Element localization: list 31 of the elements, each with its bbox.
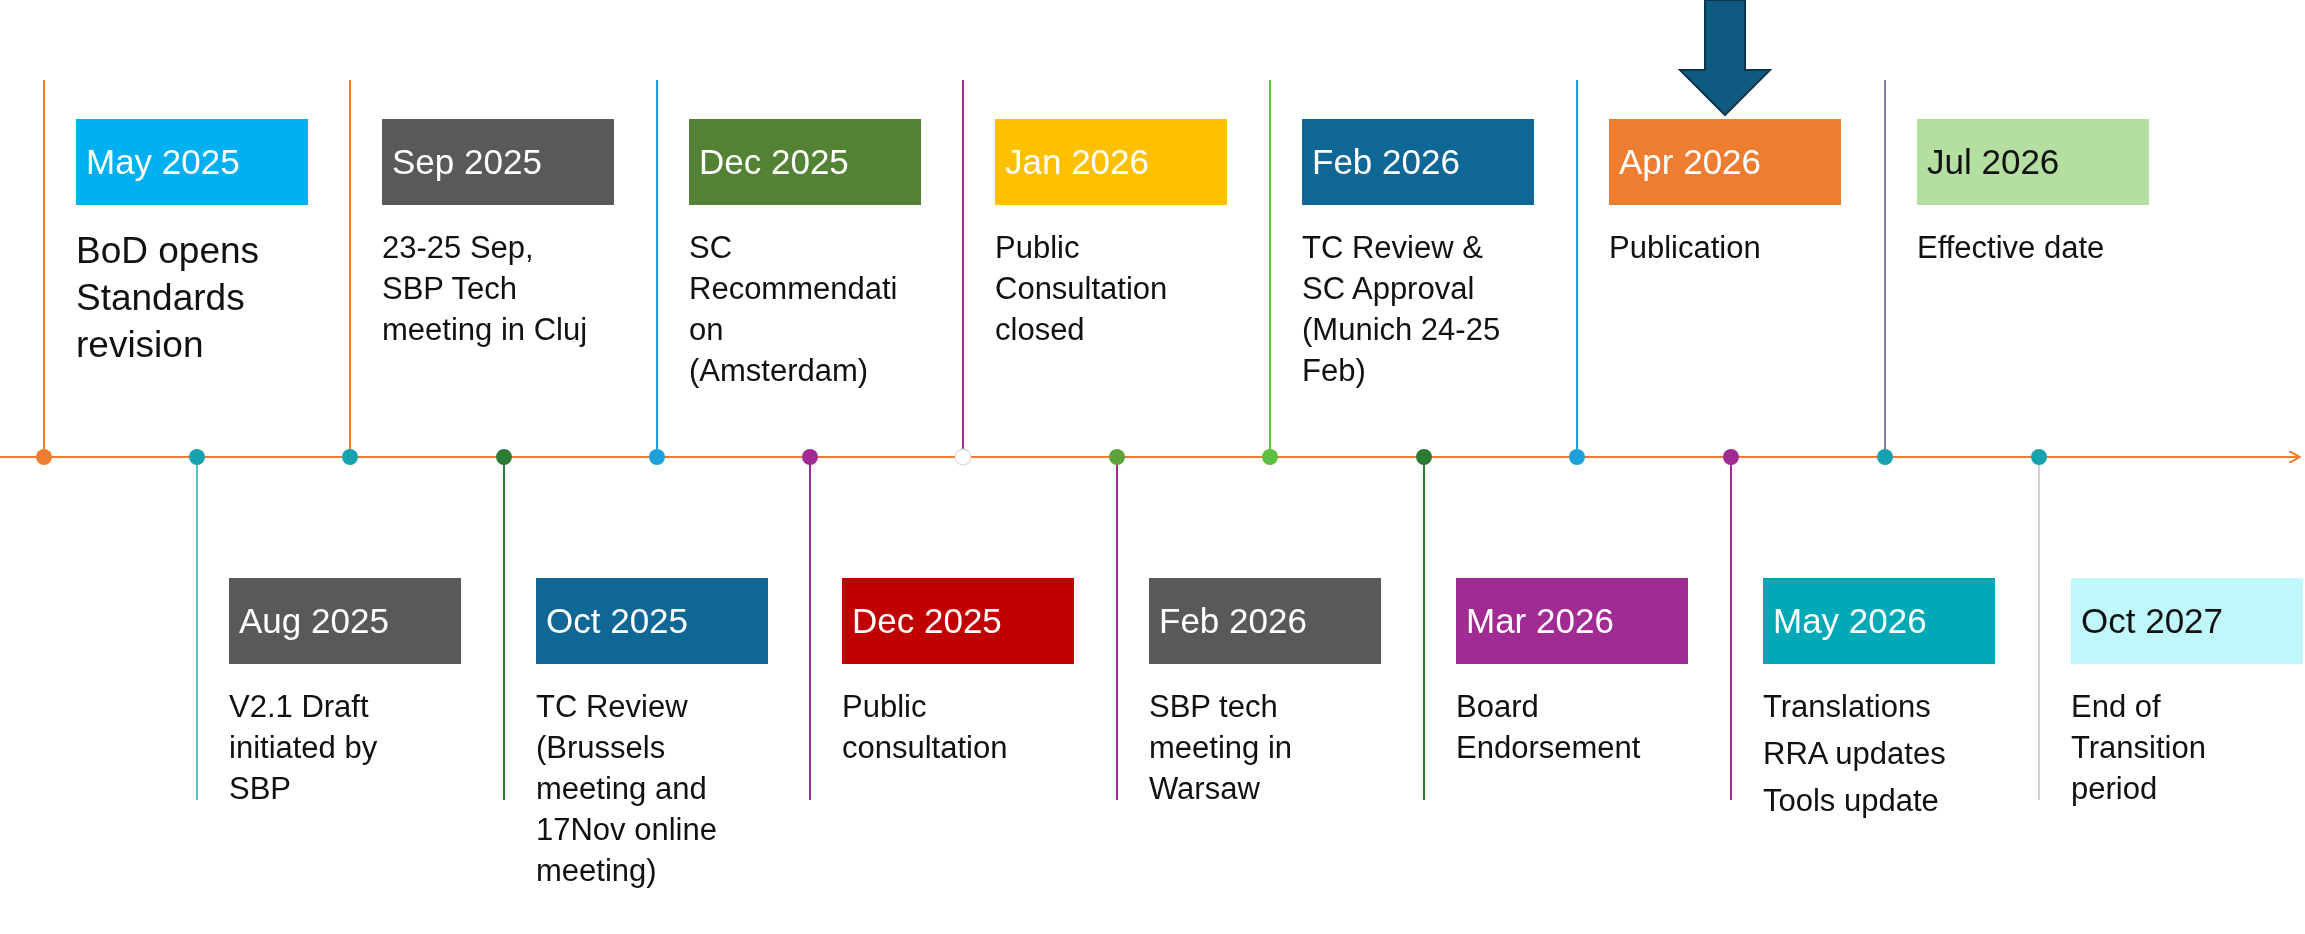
milestone-text: Public consultation	[842, 688, 1009, 767]
milestone-text: Board Endorsement	[1456, 688, 1642, 767]
date-label: May 2026	[1763, 578, 1995, 664]
date-label: Apr 2026	[1609, 119, 1841, 205]
milestone-text: TC Review (Brussels meeting and 17Nov online meeting)	[536, 688, 718, 890]
milestone-text: V2.1 Draft initiated by SBP	[229, 688, 379, 808]
milestone-text: SC Recommendation (Amsterdam)	[689, 229, 899, 390]
milestone-text: SBP tech meeting in Warsaw	[1149, 688, 1294, 808]
milestone-text: End of Transition period	[2071, 688, 2207, 808]
date-label: Oct 2027	[2071, 578, 2303, 664]
date-label: Sep 2025	[382, 119, 614, 205]
milestone-text: Translations	[1763, 688, 1932, 726]
milestone-text: TC Review & SC Approval (Munich 24-25 Feb)	[1302, 229, 1502, 390]
pointer-arrow	[1677, 0, 1773, 117]
milestone-text: BoD opens Standards revision	[76, 229, 261, 367]
date-label: Mar 2026	[1456, 578, 1688, 664]
date-label: Dec 2025	[689, 119, 921, 205]
date-label: Aug 2025	[229, 578, 461, 664]
milestone-text: 23-25 Sep, SBP Tech meeting in Cluj	[382, 229, 589, 349]
date-label: Oct 2025	[536, 578, 768, 664]
date-label: May 2025	[76, 119, 308, 205]
date-label: Dec 2025	[842, 578, 1074, 664]
milestone-text: Tools update	[1763, 782, 1940, 820]
date-label: Jan 2026	[995, 119, 1227, 205]
date-label: Feb 2026	[1302, 119, 1534, 205]
milestone-text: Effective date	[1917, 229, 2106, 267]
milestone-text: Public Consultation closed	[995, 229, 1169, 349]
date-label: Feb 2026	[1149, 578, 1381, 664]
milestone-text: RRA updates	[1763, 735, 1947, 773]
date-label: Jul 2026	[1917, 119, 2149, 205]
milestone-text: Publication	[1609, 229, 1762, 267]
